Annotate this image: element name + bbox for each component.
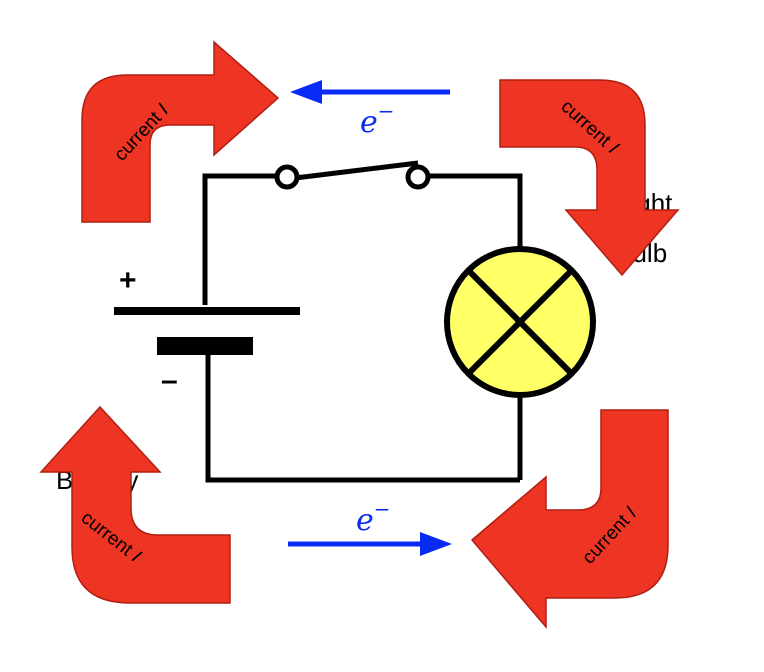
switch-lever: [286, 160, 419, 182]
switch-terminal-left: [274, 164, 300, 190]
battery: + –: [114, 264, 300, 397]
current-arrows: current I current I current I current I: [39, 40, 680, 630]
current-arrow-top-left-shape: [81, 40, 280, 223]
battery-minus-sign: –: [161, 364, 178, 397]
light-bulb-cross-2: [465, 267, 575, 377]
battery-positive-plate: [114, 307, 300, 315]
current-arrow-top-right: current I: [499, 79, 680, 277]
electron-label-top: e−: [360, 99, 395, 140]
electron-arrow-top: e−: [290, 80, 450, 140]
current-arrow-top-left: current I: [81, 40, 280, 223]
current-arrow-bottom-right-shape: [470, 409, 669, 630]
current-arrow-bottom-right: current I: [470, 409, 669, 630]
electron-arrow-top-head: [290, 80, 322, 104]
wire-left-top: [202, 173, 287, 305]
switch: [274, 160, 431, 190]
wire-bottom: [205, 350, 520, 483]
current-arrow-bottom-left: current I: [39, 405, 231, 604]
electron-arrow-bottom-head: [420, 532, 452, 556]
battery-negative-plate: [157, 337, 253, 355]
electron-label-bottom: e−: [356, 497, 391, 538]
wire-right-top: [418, 173, 523, 248]
current-arrow-top-right-shape: [499, 79, 680, 277]
electron-arrow-bottom: e−: [288, 497, 452, 556]
electron-arrows: e− e−: [288, 80, 452, 556]
light-bulb: [444, 246, 596, 398]
current-arrow-bottom-left-shape: [39, 405, 231, 604]
battery-plus-sign: +: [119, 264, 137, 297]
switch-terminal-right: [405, 164, 431, 190]
circuit-wires: [202, 173, 523, 483]
